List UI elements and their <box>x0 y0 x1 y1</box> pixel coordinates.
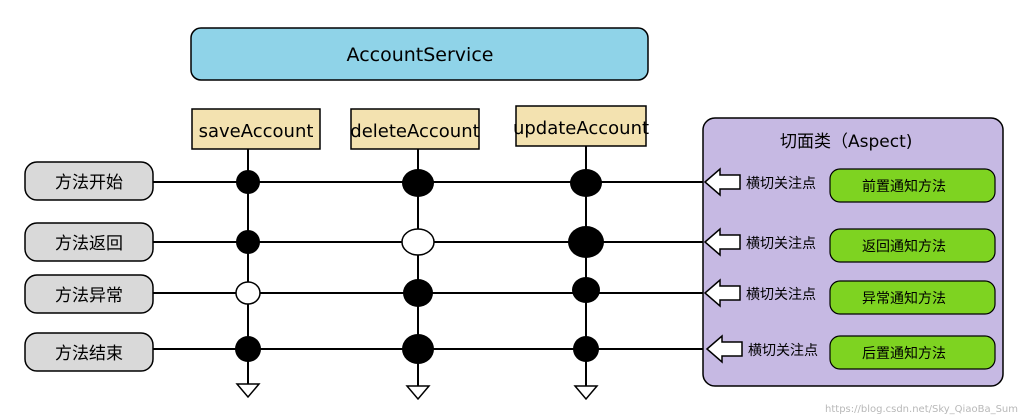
advice-box-after <box>829 335 996 370</box>
method-label-save: saveAccount <box>199 121 314 142</box>
arrow-down-delete <box>405 385 431 401</box>
event-label-end: 方法结束 <box>55 344 123 364</box>
joinpoint-dot <box>568 226 604 258</box>
method-box-save <box>191 108 321 150</box>
advice-label-before: 前置通知方法 <box>862 178 946 195</box>
joinpoint-dot <box>402 169 434 197</box>
left-arrow-icon <box>703 227 741 257</box>
aspect-title: 切面类（Aspect) <box>780 132 912 152</box>
arrow-down-save <box>235 383 261 399</box>
joinpoint-label: 横切关注点 <box>746 287 816 303</box>
joinpoint-dot <box>573 336 599 362</box>
event-box-end <box>24 332 154 372</box>
advice-box-throwing <box>829 280 996 315</box>
advice-label-returning: 返回通知方法 <box>862 238 946 255</box>
joinpoint-label: 横切关注点 <box>746 236 816 252</box>
account-service-title: AccountService <box>347 44 494 66</box>
joinpoint-dot <box>572 277 600 303</box>
joinpoint-dot <box>570 169 602 197</box>
method-label-update: updateAccount <box>513 118 649 139</box>
event-label-exception: 方法异常 <box>55 286 123 306</box>
left-arrow-icon <box>703 278 741 308</box>
event-label-return: 方法返回 <box>55 234 123 254</box>
event-label-start: 方法开始 <box>55 173 123 193</box>
account-service-box <box>190 27 649 81</box>
left-arrow-icon <box>705 334 743 364</box>
method-label-delete: deleteAccount <box>350 121 479 142</box>
joinpoint-label: 横切关注点 <box>746 176 816 192</box>
joinpoint-dot <box>403 279 433 307</box>
watermark: https://blog.csdn.net/Sky_QiaoBa_Sum <box>825 404 1018 415</box>
joinpoint-label: 横切关注点 <box>748 343 818 359</box>
joinpoint-dot <box>236 230 260 254</box>
joinpoint-dot-empty <box>235 281 261 305</box>
method-box-delete <box>350 108 480 150</box>
method-box-update <box>515 105 647 147</box>
joinpoint-dot <box>235 336 261 362</box>
arrow-down-update <box>573 385 599 401</box>
advice-box-before <box>829 168 996 203</box>
advice-label-throwing: 异常通知方法 <box>862 290 946 307</box>
joinpoint-dot-empty <box>401 228 435 256</box>
joinpoint-dot <box>236 170 260 194</box>
joinpoint-dot <box>402 334 434 364</box>
left-arrow-icon <box>703 167 741 197</box>
advice-box-returning <box>829 228 996 263</box>
advice-label-after: 后置通知方法 <box>862 345 946 362</box>
